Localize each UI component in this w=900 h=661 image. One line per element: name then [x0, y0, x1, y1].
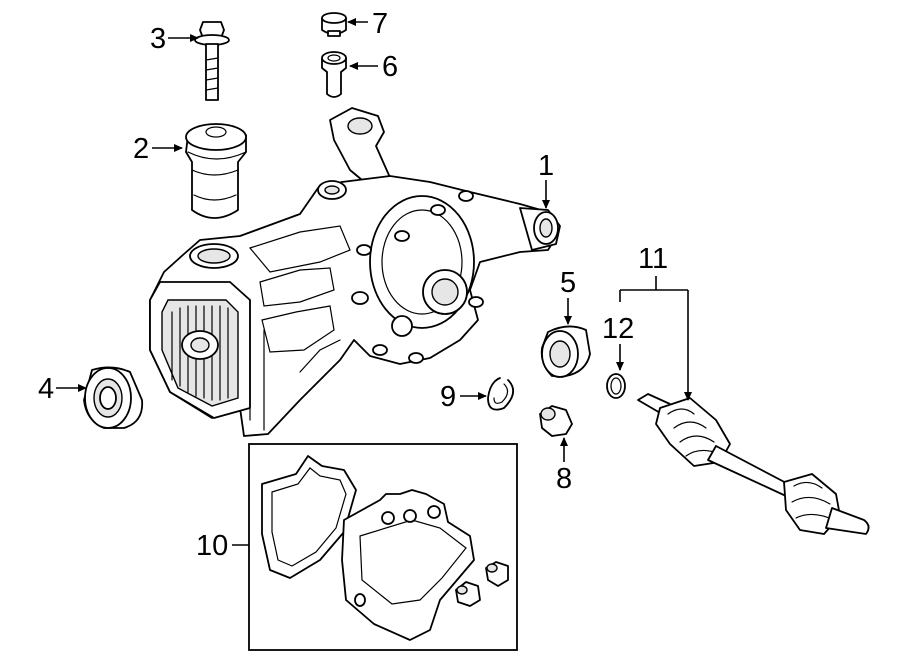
svg-text:9: 9 — [440, 381, 456, 413]
svg-text:4: 4 — [38, 373, 54, 405]
callout-2: 2 — [133, 133, 183, 165]
callout-3: 3 — [150, 23, 199, 55]
callout-1: 1 — [538, 150, 554, 209]
callout-7: 7 — [347, 8, 388, 40]
svg-text:1: 1 — [538, 150, 554, 182]
callout-8: 8 — [556, 437, 572, 495]
cap-plug — [321, 12, 347, 37]
axle-shaft-assembly — [637, 393, 870, 535]
callout-12: 12 — [602, 313, 634, 371]
svg-text:10: 10 — [196, 530, 228, 562]
callout-9: 9 — [440, 381, 487, 413]
callout-6: 6 — [349, 51, 398, 83]
callout-4: 4 — [38, 373, 87, 405]
callout-5: 5 — [560, 267, 576, 325]
svg-text:3: 3 — [150, 23, 166, 55]
svg-text:11: 11 — [638, 243, 668, 275]
callout-10: 10 — [196, 530, 249, 562]
mounting-bolt — [194, 21, 230, 101]
svg-text:8: 8 — [556, 463, 572, 495]
svg-text:7: 7 — [372, 8, 388, 40]
pinion-seal — [83, 366, 144, 429]
cover-kit-frame — [248, 443, 518, 651]
bushing-sleeve — [321, 51, 347, 98]
mount-bushing — [185, 123, 247, 219]
drain-plug — [539, 405, 573, 437]
axle-shaft-seal — [540, 325, 591, 378]
retaining-clip — [606, 373, 626, 399]
callout-11: 11 — [619, 243, 692, 401]
differential-housing — [149, 107, 561, 437]
snap-ring — [487, 377, 514, 411]
svg-text:12: 12 — [602, 313, 634, 345]
cover-kit-group — [248, 443, 518, 651]
svg-text:2: 2 — [133, 133, 149, 165]
svg-text:5: 5 — [560, 267, 576, 299]
svg-text:6: 6 — [382, 51, 398, 83]
